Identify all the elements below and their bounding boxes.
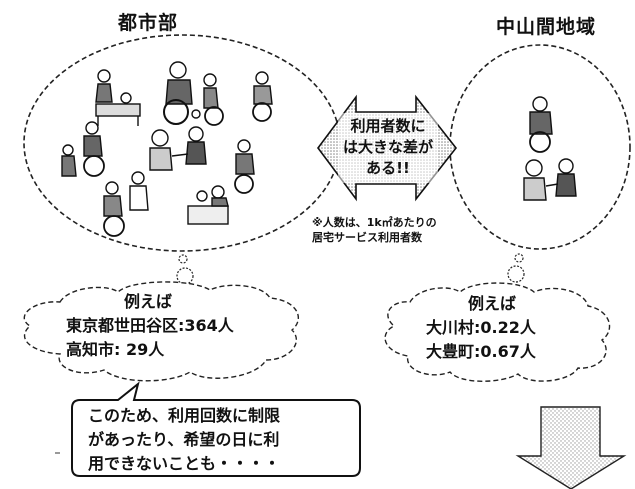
- footnote: ※人数は、1k㎡あたりの 居宅サービス利用者数: [312, 215, 437, 245]
- callout-line2: があったり、希望の日に利: [88, 430, 280, 449]
- down-arrow-icon: [515, 406, 627, 489]
- callout-line3: 用できないことも・・・・: [88, 454, 281, 473]
- wheelchair-user-icon: [103, 171, 149, 237]
- rural-cloud-line1: 大川村:0.22人: [426, 318, 536, 337]
- wheelchair-user-icon: [234, 139, 255, 194]
- feeding-care-icon: [523, 158, 577, 201]
- walker-user-icon: [203, 73, 224, 126]
- urban-title: 都市部: [118, 12, 179, 34]
- footnote-line1: ※人数は、1k㎡あたりの: [312, 216, 437, 229]
- urban-example-cloud: [23, 281, 299, 382]
- rural-cloud-line2: 大豊町:0.67人: [426, 342, 536, 361]
- callout-bubble: [71, 381, 361, 477]
- wheelchair-user-icon: [163, 61, 201, 125]
- bed-care-icon: [187, 185, 229, 225]
- rural-title: 中山間地域: [496, 16, 597, 38]
- arrow-label-line1: 利用者数に: [350, 117, 426, 135]
- urban-cloud-heading: 例えば: [124, 292, 173, 311]
- callout-text: このため、利用回数に制限 があったり、希望の日に利 用できないことも・・・・: [88, 404, 280, 476]
- rural-cloud-heading: 例えば: [468, 294, 517, 313]
- arrow-label: 利用者数に は大きな差が ある!!: [338, 116, 438, 179]
- wheelchair-user-icon: [529, 96, 553, 153]
- callout-line1: このため、利用回数に制限: [88, 406, 281, 425]
- rural-area-ellipse: [449, 44, 631, 250]
- feeding-care-icon: [149, 126, 207, 171]
- rural-example-cloud: [384, 282, 611, 382]
- urban-thought-dot-large: [176, 267, 194, 285]
- wheelchair-user-icon: [252, 71, 273, 122]
- urban-cloud-line1: 東京都世田谷区:364人: [66, 316, 234, 335]
- arrow-label-line2: は大きな差が: [342, 138, 433, 156]
- wheelchair-user-icon: [61, 121, 105, 177]
- bed-care-icon: [95, 69, 141, 126]
- urban-cloud-line2: 高知市: 29人: [66, 340, 165, 359]
- rural-thought-dot-large: [507, 265, 525, 283]
- arrow-label-line3: ある!!: [366, 159, 410, 177]
- rural-thought-dot-small: [514, 253, 524, 263]
- urban-thought-dot-small: [178, 254, 188, 264]
- footnote-line2: 居宅サービス利用者数: [312, 231, 422, 244]
